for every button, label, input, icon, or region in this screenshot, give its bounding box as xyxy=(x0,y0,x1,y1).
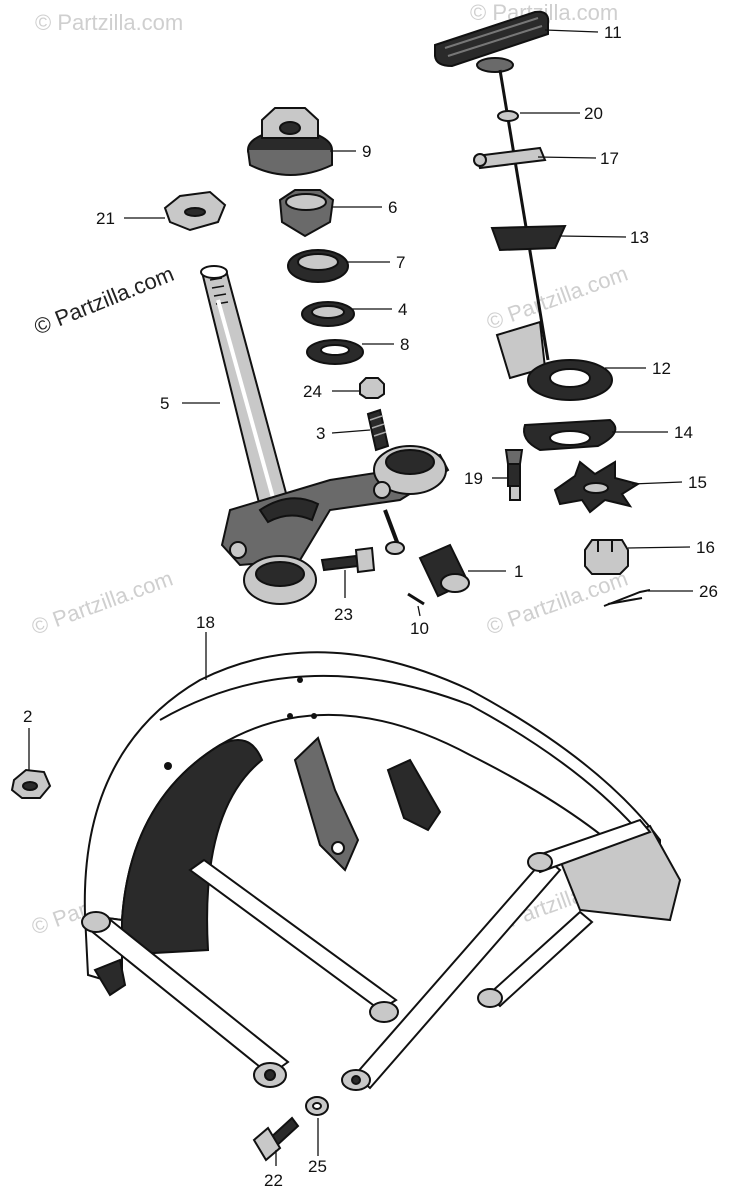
part-24-nut[interactable] xyxy=(359,377,385,399)
part-6-cone-race[interactable] xyxy=(278,189,335,238)
part-8-washer[interactable] xyxy=(306,339,364,365)
part-22-bolt[interactable] xyxy=(252,1116,300,1162)
part-13-friction-plate[interactable] xyxy=(490,224,567,252)
part-14-friction-disc[interactable] xyxy=(523,418,617,452)
part-21-lock-washer[interactable] xyxy=(163,190,227,232)
part-5-steering-stem[interactable] xyxy=(200,265,450,605)
watermark-top-left: © Partzilla.com xyxy=(35,10,183,35)
callout-9[interactable]: 9 xyxy=(362,142,371,161)
leader-lines xyxy=(28,29,693,1166)
part-10-pin[interactable] xyxy=(407,592,425,606)
part-3-bolt[interactable] xyxy=(366,408,390,452)
part-7-ball-race[interactable] xyxy=(287,249,349,283)
callout-7[interactable]: 7 xyxy=(396,253,405,272)
callout-2[interactable]: 2 xyxy=(23,707,32,726)
part-20-spring[interactable] xyxy=(497,110,519,122)
callout-13[interactable]: 13 xyxy=(630,228,649,247)
callout-24[interactable]: 24 xyxy=(303,382,322,401)
callout-4[interactable]: 4 xyxy=(398,300,407,319)
part-23-bolt[interactable] xyxy=(320,546,376,574)
part-19-bolt[interactable] xyxy=(504,449,524,501)
part-damper-knob[interactable] xyxy=(434,10,550,73)
callout-14[interactable]: 14 xyxy=(674,423,693,442)
callout-20[interactable]: 20 xyxy=(584,104,603,123)
part-4-dust-seal[interactable] xyxy=(301,301,355,327)
watermark-middle-left: © Partzilla.com xyxy=(28,566,176,640)
callout-21[interactable]: 21 xyxy=(96,209,115,228)
copyright-notice: © Partzilla.com xyxy=(31,261,178,340)
callout-labels: 11 20 17 13 12 14 15 16 26 19 9 21 6 7 4… xyxy=(23,23,718,1190)
callout-16[interactable]: 16 xyxy=(696,538,715,557)
callout-17[interactable]: 17 xyxy=(600,149,619,168)
part-1-damper-bushing[interactable] xyxy=(383,509,470,598)
part-15-star-spring[interactable] xyxy=(553,460,641,514)
part-2-nut[interactable] xyxy=(10,768,52,799)
part-25-washer[interactable] xyxy=(305,1096,329,1116)
part-12-anchor-plate[interactable] xyxy=(495,320,613,401)
callout-12[interactable]: 12 xyxy=(652,359,671,378)
callout-18[interactable]: 18 xyxy=(196,613,215,632)
callout-10[interactable]: 10 xyxy=(410,619,429,638)
callout-5[interactable]: 5 xyxy=(160,394,169,413)
part-16-castle-nut[interactable] xyxy=(584,539,629,575)
part-26-cotter-pin[interactable] xyxy=(603,589,651,607)
callout-19[interactable]: 19 xyxy=(464,469,483,488)
part-18-front-fender[interactable] xyxy=(81,651,682,1091)
part-9-stem-nut[interactable] xyxy=(247,107,333,176)
watermark-middle-right-2: © Partzilla.com xyxy=(483,566,631,640)
watermark-middle-right: © Partzilla.com xyxy=(483,261,631,335)
callout-25[interactable]: 25 xyxy=(308,1157,327,1176)
callout-15[interactable]: 15 xyxy=(688,473,707,492)
callout-23[interactable]: 23 xyxy=(334,605,353,624)
callout-22[interactable]: 22 xyxy=(264,1171,283,1190)
callout-11[interactable]: 11 xyxy=(604,23,622,42)
callout-1[interactable]: 1 xyxy=(514,562,523,581)
callout-26[interactable]: 26 xyxy=(699,582,718,601)
callout-8[interactable]: 8 xyxy=(400,335,409,354)
callout-3[interactable]: 3 xyxy=(316,424,325,443)
callout-6[interactable]: 6 xyxy=(388,198,397,217)
part-damper-rod[interactable] xyxy=(473,69,567,361)
